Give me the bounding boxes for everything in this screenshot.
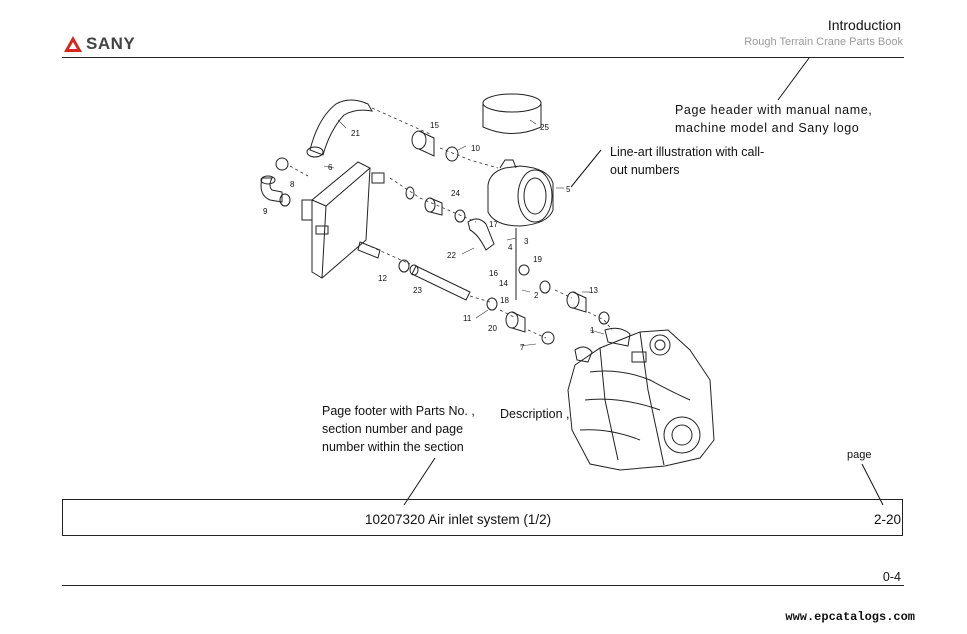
callout-label: 16 — [489, 269, 498, 278]
callout-label: 18 — [500, 296, 509, 305]
callout-label: 9 — [263, 207, 268, 216]
callout-label: 15 — [430, 121, 439, 130]
callout-label: 1 — [590, 326, 595, 335]
callout-label: 21 — [351, 129, 360, 138]
callout-label: 3 — [524, 237, 529, 246]
page-annotation: page — [847, 449, 872, 461]
sany-logo-icon — [64, 36, 82, 52]
illustration-annotation: Line-art illustration with call- out num… — [610, 143, 764, 179]
header-annotation-line1: Page header with manual name, — [675, 103, 873, 117]
callout-label: 25 — [540, 123, 549, 132]
callout-label: 5 — [566, 185, 571, 194]
header-annotation-line2: machine model and Sany logo — [675, 121, 860, 135]
callout-label: 13 — [589, 286, 598, 295]
callout-label: 10 — [471, 144, 480, 153]
callout-label: 4 — [508, 243, 513, 252]
example-footer-box — [62, 499, 903, 536]
footer-annotation: Page footer with Parts No. , section num… — [322, 402, 475, 456]
footer-annotation-line1: Page footer with Parts No. , — [322, 404, 475, 418]
footer-annotation-description: Description , — [500, 407, 570, 421]
callout-label: 20 — [488, 324, 497, 333]
callout-label: 22 — [447, 251, 456, 260]
logo-text: SANY — [86, 34, 136, 53]
website-link[interactable]: www.epcatalogs.com — [785, 610, 915, 624]
callout-label: 17 — [489, 220, 498, 229]
footer-annotation-line3: number within the section — [322, 440, 464, 454]
callout-label: 6 — [328, 163, 333, 172]
callout-label: 11 — [463, 314, 472, 323]
footer-rule — [62, 585, 904, 586]
callout-label: 23 — [413, 286, 422, 295]
callout-label: 12 — [378, 274, 387, 283]
callout-label: 8 — [290, 180, 295, 189]
header-title: Introduction — [827, 17, 901, 33]
callout-label: 19 — [533, 255, 542, 264]
callout-label: 2 — [534, 291, 539, 300]
header-subtitle: Rough Terrain Crane Parts Book — [744, 36, 903, 48]
header-rule — [62, 57, 904, 58]
callout-label: 14 — [499, 279, 508, 288]
footer-annotation-line2: section number and page — [322, 422, 464, 436]
sany-logo: SANY — [64, 34, 135, 54]
example-footer-description: 10207320 Air inlet system (1/2) — [365, 512, 552, 527]
example-footer-page: 2-20 — [873, 512, 901, 527]
illustration-annotation-line1: Line-art illustration with call- — [610, 145, 765, 159]
callout-label: 7 — [520, 343, 525, 352]
annotation-pointers — [403, 57, 884, 506]
callout-label: 24 — [451, 189, 460, 198]
illustration-annotation-line2: out numbers — [610, 163, 680, 177]
page-number: 0-4 — [882, 570, 901, 584]
header-annotation: Page header with manual name, machine mo… — [675, 101, 872, 137]
callout-labels: 21 15 10 25 6 8 9 24 5 17 3 22 4 19 16 1… — [263, 121, 598, 352]
